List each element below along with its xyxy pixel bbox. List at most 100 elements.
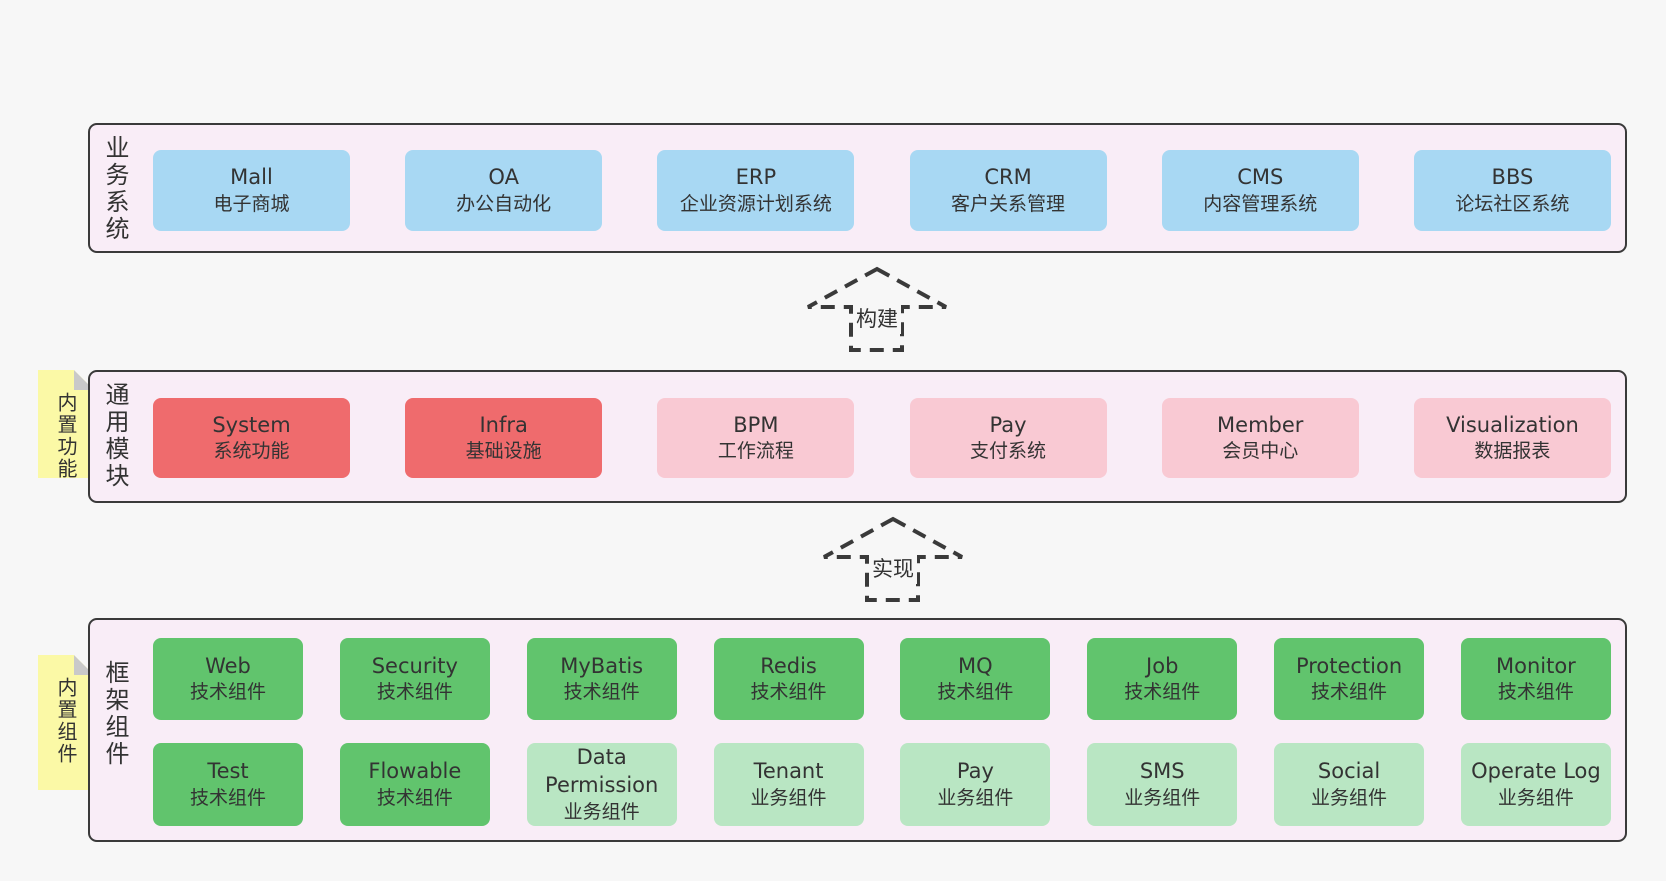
arrow-implement: 实现 (821, 516, 965, 604)
box-subtitle: 系统功能 (213, 440, 290, 463)
box-subtitle: 技术组件 (937, 681, 1014, 704)
arrow-up-icon (807, 266, 947, 352)
box-subtitle: 内容管理系统 (1203, 192, 1318, 215)
box-monitor: Monitor 技术组件 (1460, 638, 1611, 720)
box-title: Test (207, 759, 249, 784)
box-subtitle: 业务组件 (750, 786, 827, 809)
box-subtitle: 技术组件 (1311, 681, 1388, 704)
box-title: Member (1217, 412, 1304, 437)
section-label: 业务系统 (101, 135, 129, 243)
box-protection: Protection 技术组件 (1274, 638, 1425, 720)
box-system: System 系统功能 (153, 398, 350, 478)
box-subtitle: 业务组件 (937, 786, 1014, 809)
box-title: MQ (958, 653, 993, 678)
box-subtitle: 技术组件 (563, 681, 640, 704)
box-title: CMS (1237, 165, 1284, 190)
box-subtitle: 客户关系管理 (951, 192, 1066, 215)
box-title: BBS (1491, 165, 1534, 190)
box-subtitle: 技术组件 (189, 786, 266, 809)
box-subtitle: 业务组件 (563, 800, 640, 823)
box-title: Web (205, 653, 251, 678)
box-title: Protection (1295, 653, 1403, 678)
box-title: Job (1146, 653, 1179, 678)
box-subtitle: 技术组件 (750, 681, 827, 704)
arrow-label: 实现 (869, 552, 917, 584)
box-title: Infra (479, 412, 528, 437)
box-subtitle: 技术组件 (1497, 681, 1574, 704)
sticky-note-built-in-functions: 内置功能 (38, 370, 94, 478)
box-title: Data Permission (545, 745, 659, 797)
box-job: Job 技术组件 (1087, 638, 1238, 720)
box-member: Member 会员中心 (1161, 398, 1359, 478)
arrow-build: 构建 (805, 266, 949, 354)
arrow-up-icon (823, 516, 963, 602)
box-title: System (212, 412, 291, 437)
arrow-label: 构建 (853, 302, 901, 334)
box-title: Security (371, 653, 458, 678)
box-subtitle: 技术组件 (376, 681, 453, 704)
box-redis: Redis 技术组件 (713, 638, 864, 720)
box-title: Pay (989, 412, 1027, 437)
sticky-note-built-in-components: 内置组件 (38, 655, 94, 790)
box-title: Redis (760, 653, 817, 678)
box-security: Security 技术组件 (339, 638, 490, 720)
box-title: OA (488, 165, 519, 190)
box-web: Web 技术组件 (153, 638, 303, 720)
sticky-label: 内置功能 (54, 392, 78, 480)
box-title: CRM (984, 165, 1032, 190)
box-title: Tenant (753, 759, 824, 784)
box-subtitle: 技术组件 (189, 681, 266, 704)
box-title: Monitor (1495, 653, 1576, 678)
box-subtitle: 会员中心 (1222, 440, 1299, 463)
box-subtitle: 支付系统 (970, 440, 1047, 463)
box-subtitle: 技术组件 (376, 786, 453, 809)
box-title: Pay (956, 759, 994, 784)
box-title: Operate Log (1471, 759, 1601, 784)
box-data-permission: Data Permission 业务组件 (526, 743, 677, 826)
box-subtitle: 办公自动化 (456, 192, 552, 215)
box-subtitle: 业务组件 (1311, 786, 1388, 809)
box-subtitle: 技术组件 (1124, 681, 1201, 704)
box-title: Flowable (368, 759, 462, 784)
box-title: ERP (735, 165, 777, 190)
box-subtitle: 论坛社区系统 (1455, 192, 1570, 215)
section-label: 通用模块 (101, 382, 129, 490)
box-subtitle: 基础设施 (465, 440, 542, 463)
box-subtitle: 工作流程 (717, 440, 794, 463)
box-subtitle: 企业资源计划系统 (679, 192, 832, 215)
box-infra: Infra 基础设施 (405, 398, 603, 478)
box-visualization: Visualization 数据报表 (1413, 398, 1611, 478)
box-title: Visualization (1446, 412, 1579, 437)
box-pay: Pay 支付系统 (909, 398, 1107, 478)
box-title: Mall (230, 165, 273, 190)
box-title: SMS (1139, 759, 1185, 784)
box-title: MyBatis (560, 653, 644, 678)
sticky-label: 内置组件 (54, 677, 78, 765)
box-mq: MQ 技术组件 (900, 638, 1051, 720)
box-subtitle: 数据报表 (1474, 440, 1551, 463)
box-subtitle: 电子商城 (213, 192, 290, 215)
box-mybatis: MyBatis 技术组件 (526, 638, 677, 720)
box-title: Social (1317, 759, 1381, 784)
